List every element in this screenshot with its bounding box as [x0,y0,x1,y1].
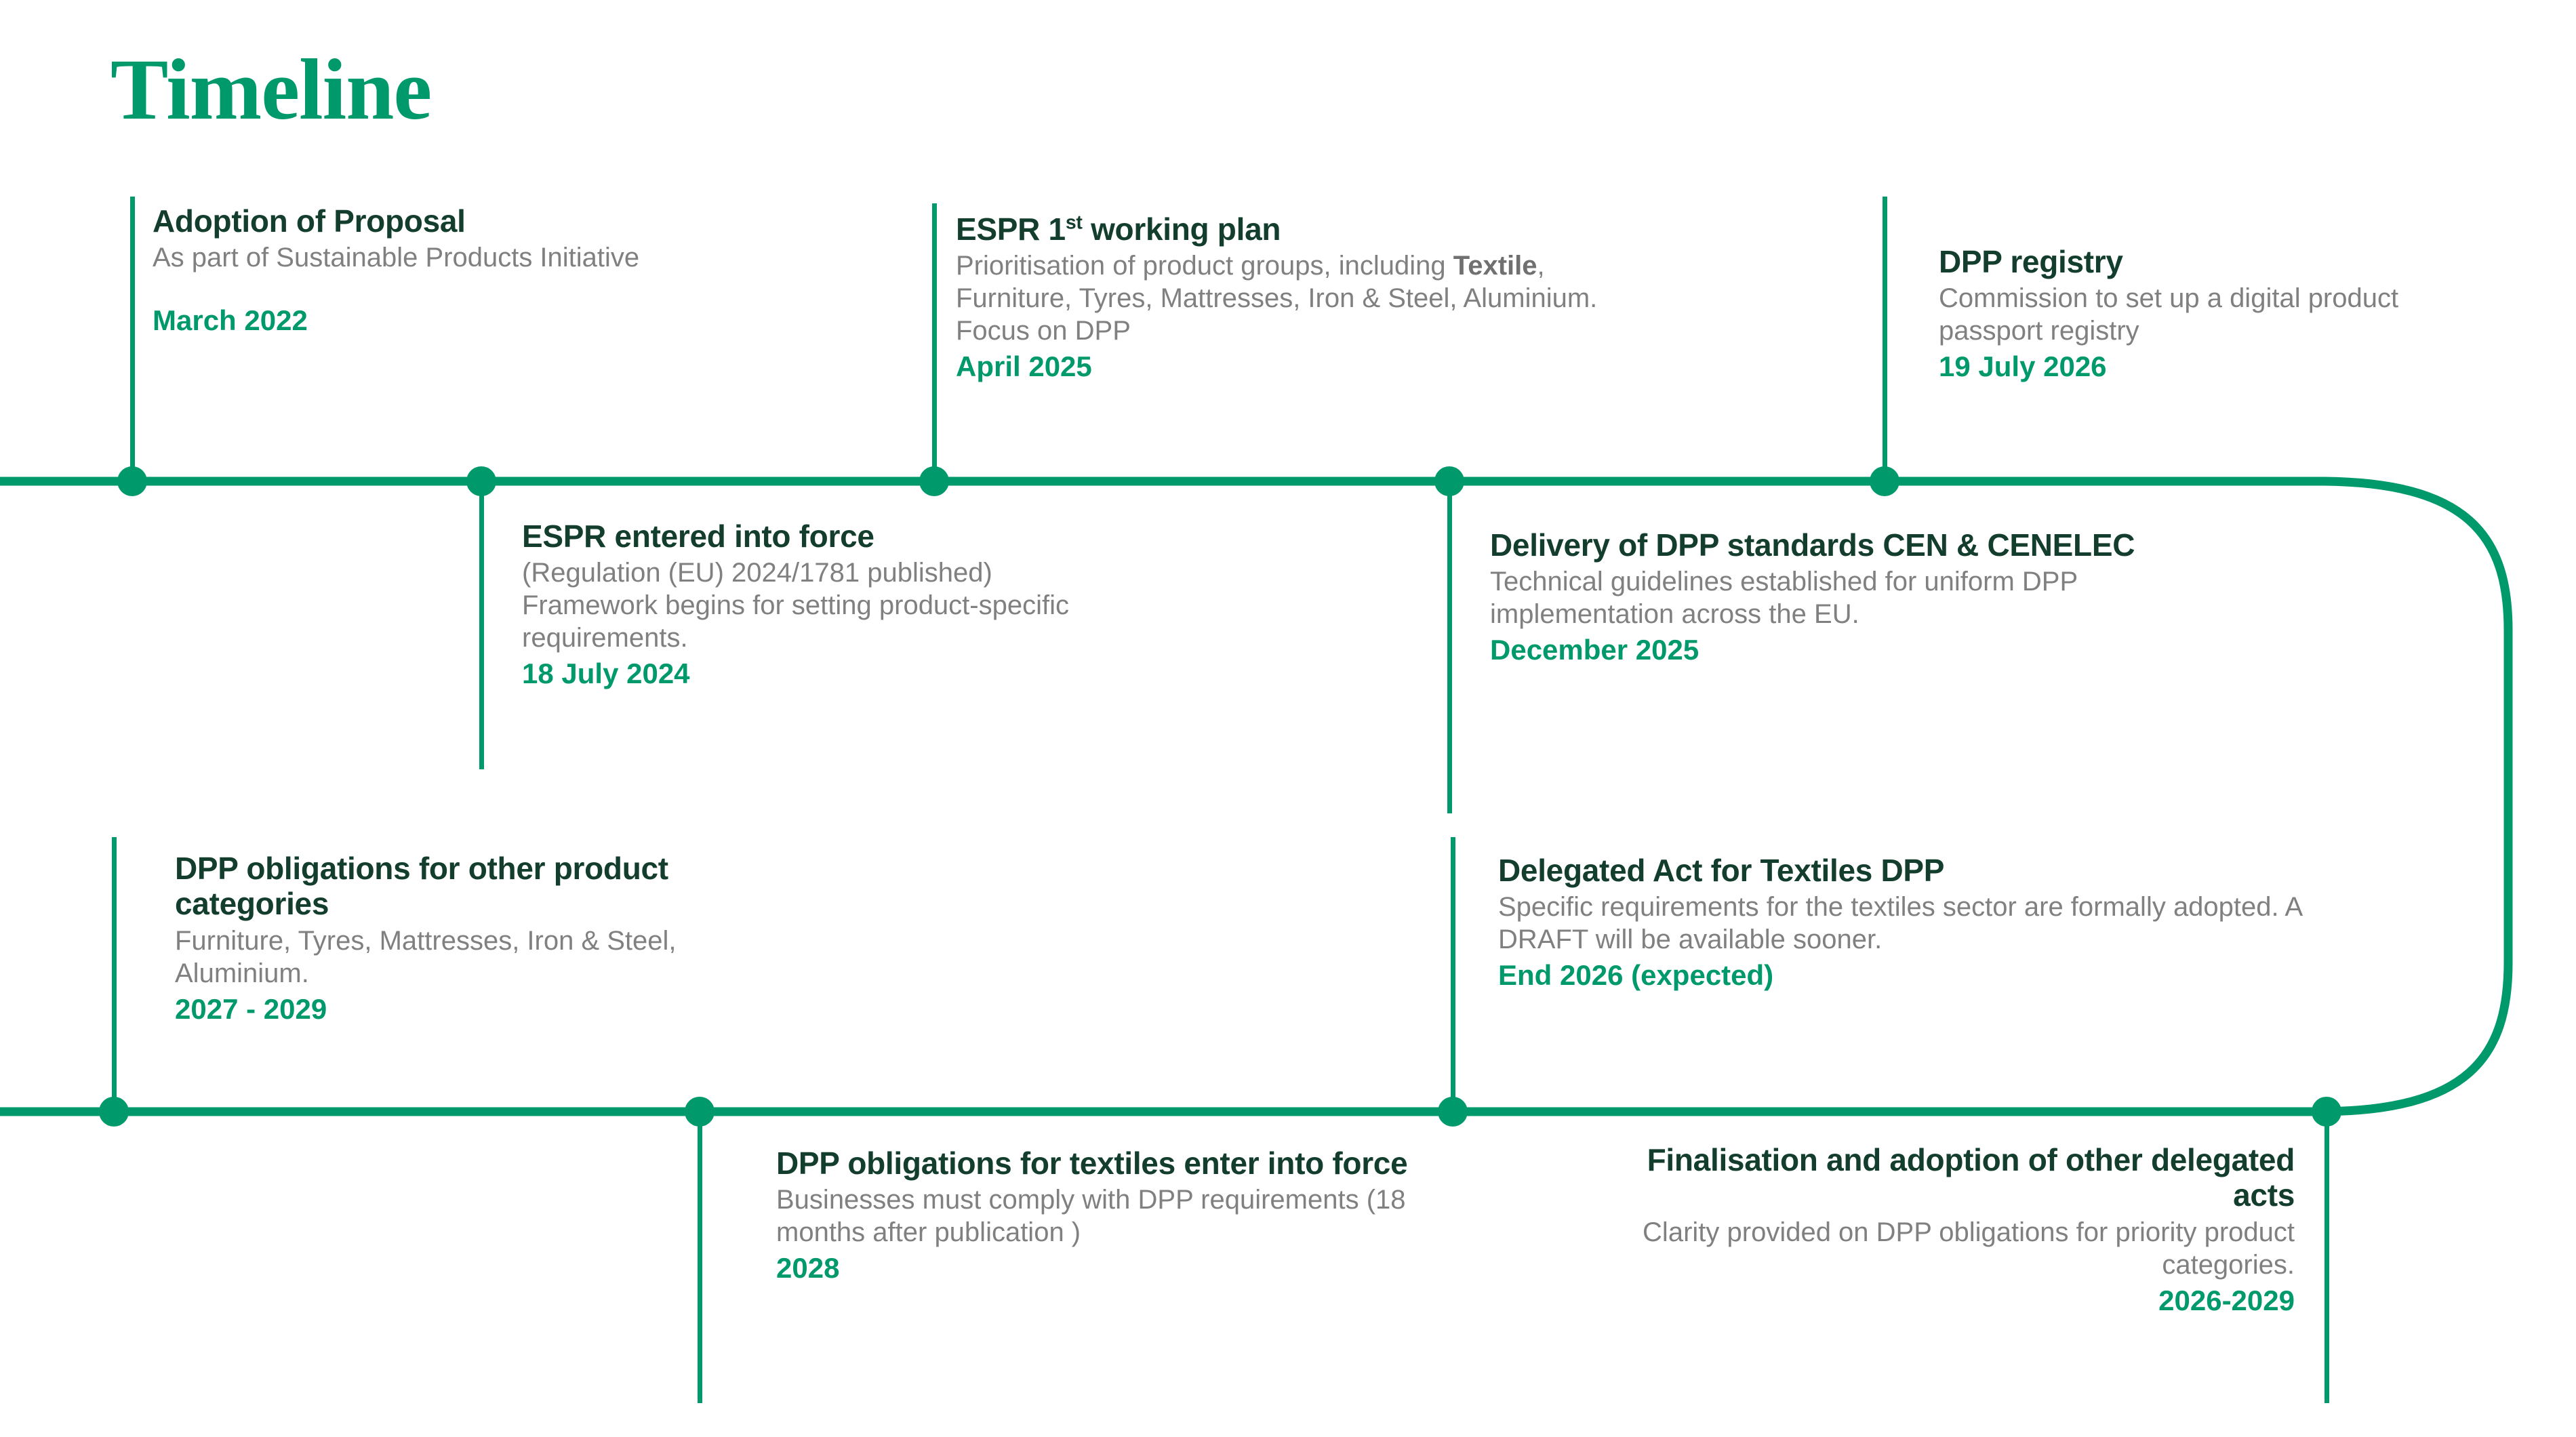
event-stem [1883,197,1887,481]
event-title: Finalisation and adoption of other deleg… [1647,1142,2295,1213]
event-title-superscript: st [1065,211,1083,234]
event-stem [1447,481,1452,813]
event-description-highlight: Textile [1453,251,1537,281]
timeline-node-dot [117,466,147,496]
event-body: Adoption of Proposal As part of Sustaina… [153,203,715,338]
event-description: Businesses must comply with DPP requirem… [776,1185,1406,1248]
event-description: Furniture, Tyres, Mattresses, Iron & Ste… [175,925,677,988]
event-date: 18 July 2024 [522,657,690,690]
event-description-post: , Furniture, Tyres, Mattresses, Iron & S… [956,251,1598,346]
event-date: End 2026 (expected) [1498,959,1774,992]
event-title-pre: ESPR 1 [956,211,1066,247]
timeline-node-dot [919,466,949,496]
event-title-post: working plan [1082,211,1281,247]
event-description: (Regulation (EU) 2024/1781 published) Fr… [522,558,1069,653]
right-uturn-connector [2318,477,2513,1116]
event-date: 2028 [776,1252,840,1284]
event-body: DPP registry Commission to set up a digi… [1939,244,2454,384]
event-stem [479,481,484,769]
event-stem [1451,837,1455,1112]
page-title: Timeline [110,41,432,138]
event-description: Commission to set up a digital product p… [1939,283,2399,346]
event-description: As part of Sustainable Products Initiati… [153,243,640,273]
event-description: Prioritisation of product groups, includ… [956,249,1634,347]
event-stem [112,837,117,1112]
event-title: ESPR 1st working plan [956,211,1634,247]
timeline-node-dot [99,1097,129,1127]
event-title: Delivery of DPP standards CEN & CENELEC [1490,527,2135,563]
event-title: DPP obligations for textiles enter into … [776,1146,1408,1181]
event-body: DPP obligations for textiles enter into … [776,1146,1502,1286]
timeline-node-dot [1870,466,1899,496]
event-body: Finalisation and adoption of other deleg… [1627,1142,2295,1318]
event-description: Specific requirements for the textiles s… [1498,892,2302,955]
event-body: DPP obligations for other product catego… [175,851,812,1026]
event-title: Delegated Act for Textiles DPP [1498,853,1945,888]
event-date: 19 July 2026 [1939,350,2107,383]
event-stem [2325,1112,2329,1403]
event-title: DPP obligations for other product catego… [175,851,668,922]
timeline-node-dot [1438,1097,1468,1127]
event-title: DPP registry [1939,244,2123,279]
event-stem [932,203,937,481]
event-date: 2026-2029 [2158,1284,2295,1316]
event-stem [698,1112,702,1403]
event-body: ESPR entered into force (Regulation (EU)… [522,519,1132,691]
event-date: March 2022 [153,304,308,337]
event-body: Delegated Act for Textiles DPP Specific … [1498,853,2393,993]
event-description: Technical guidelines established for uni… [1490,567,2078,630]
event-description-pre: Prioritisation of product groups, includ… [956,251,1453,281]
event-title: ESPR entered into force [522,519,874,554]
event-body: ESPR 1st working plan Prioritisation of … [956,211,1634,384]
event-description: Clarity provided on DPP obligations for … [1643,1217,2295,1280]
event-stem [130,197,135,481]
event-body: Delivery of DPP standards CEN & CENELEC … [1490,527,2209,668]
event-title: Adoption of Proposal [153,203,466,239]
event-date: December 2025 [1490,634,1699,666]
event-date: April 2025 [956,350,1092,383]
event-date: 2027 - 2029 [175,992,327,1025]
